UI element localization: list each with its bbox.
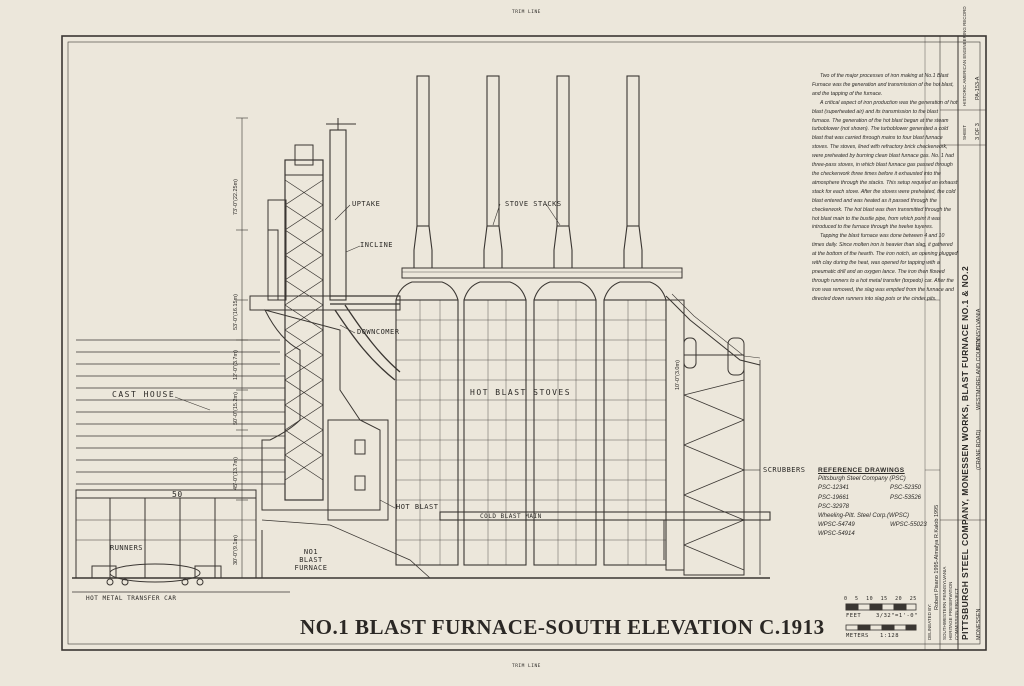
label-cast-house: CAST HOUSE [112,390,176,399]
scale-tick: 20 [895,596,903,602]
elevation-e4: 50'-0"(15.2m) [233,392,239,425]
title-block-sheet-number: 3 OF 3 [975,123,981,140]
trim-line-bottom: TRIM LINE [512,664,541,669]
scale-meters-label: METERS [846,633,869,639]
stove-4 [603,299,667,566]
stack-3 [556,75,570,227]
scale-tick: 0 [844,596,848,602]
elevation-e1: 73'-0"(22.25m) [233,178,239,215]
reference-item: PSC-12341 [818,485,850,492]
label-runners: RUNNERS [110,544,144,552]
title-block-delineated: DELINEATED BY: [927,603,932,640]
scale-tick: 15 [880,596,888,602]
elevation-e7: 10'-0"(3.0m) [675,360,681,390]
label-scrubbers: SCRUBBERS [763,466,806,474]
label-hot-metal-car: HOT METAL TRANSFER CAR [86,595,177,602]
reference-item: PSC-53526 [890,494,922,501]
title-block-project-2: HERITAGE PRESERVATION [948,581,953,640]
stove-3 [533,299,597,566]
scale-bar-graphic [845,603,917,631]
narrative-text: Two of the major processes of iron makin… [812,72,958,304]
scale-ticks: 0 5 10 15 20 25 [844,596,917,602]
scale-ratio: 3/32"=1'-0" [876,613,918,619]
label-hot-blast-stoves: HOT BLAST STOVES [470,388,572,397]
reference-heading: REFERENCE DRAWINGS [818,467,905,474]
label-hot-blast: HOT BLAST [396,503,439,511]
narrative-paragraph: Tapping the blast furnace was done betwe… [812,233,958,302]
scale-tick: 5 [855,596,859,602]
reference-psc-title: Pittsburgh Steel Company (PSC) [818,476,906,483]
elevation-e2: 53'-0"(16.15m) [233,293,239,330]
stack-1 [416,75,430,227]
reference-wpsc-title: Wheeling-Pitt. Steel Corp.(WPSC) [818,513,910,520]
label-cold-blast-main: COLD BLAST MAIN [480,513,542,520]
title-block-survey-number: PA-153-A [975,76,981,100]
title-block-author: Robert Pisano 1995-Almafya R.Kalob 1995 [934,504,940,610]
reference-psc-list: PSC-12341 PSC-19661 PSC-32978 PSC-52350 … [818,484,968,512]
trim-line-top: TRIM LINE [512,10,541,15]
stove-2 [463,299,527,566]
scale-tick: 25 [909,596,917,602]
outer-border [61,35,987,651]
page-title: NO.1 BLAST FURNACE-SOUTH ELEVATION C.191… [300,615,825,639]
title-block-sub: (CRANE ROAD) [976,429,982,470]
reference-wpsc-list: WPSC-54749 WPSC-54914 WPSC-55023 [818,521,968,539]
reference-item: PSC-32978 [818,503,850,510]
cold-blast-main [439,511,771,521]
reference-item: WPSC-55023 [890,522,927,529]
reference-item: WPSC-54749 [818,522,855,529]
label-downcomer: DOWNCOMER [357,328,400,336]
reference-item: PSC-52350 [890,485,922,492]
reference-item: WPSC-54914 [818,531,855,538]
title-block-sheet-label: SHEET [962,124,967,140]
elevation-e5: 45'-0"(13.7m) [233,457,239,490]
narrative-paragraph: Two of the major processes of iron makin… [812,73,954,97]
title-block-state: PENNSYLVANIA [976,308,982,350]
stack-2 [486,75,500,227]
stove-1 [395,299,459,566]
scale-feet-label: FEET [846,613,862,619]
elevation-e6: 30'-0"(9.1m) [233,535,239,565]
label-bay-number: 50 [172,490,183,499]
scale-tick: 10 [866,596,874,602]
narrative-paragraph: A critical aspect of iron production was… [812,99,958,231]
inner-border [67,41,981,645]
elevation-e3: 12'-0"(3.7m) [233,350,239,380]
title-block-project-1: SOUTHWESTERN PENNSYLVANIA [942,566,947,640]
reference-drawings: REFERENCE DRAWINGS Pittsburgh Steel Comp… [818,466,968,540]
title-block-survey: HISTORIC AMERICAN ENGINEERING RECORD [962,6,967,106]
scale-meters-ratio: 1:128 [880,633,900,639]
label-uptake: UPTAKE [352,200,381,208]
stack-4 [626,75,640,227]
label-furnace-name: NO1 BLAST FURNACE [294,548,328,572]
title-block-project-3: COMMISSION PROJECT [954,588,959,640]
reference-item: PSC-19661 [818,494,850,501]
label-incline: INCLINE [360,241,394,249]
label-stove-stacks: STOVE STACKS [505,200,562,208]
title-block-location: MONESSEN [976,608,982,640]
title-block-main: PITTSBURGH STEEL COMPANY, MONESSEN WORKS… [960,265,970,640]
